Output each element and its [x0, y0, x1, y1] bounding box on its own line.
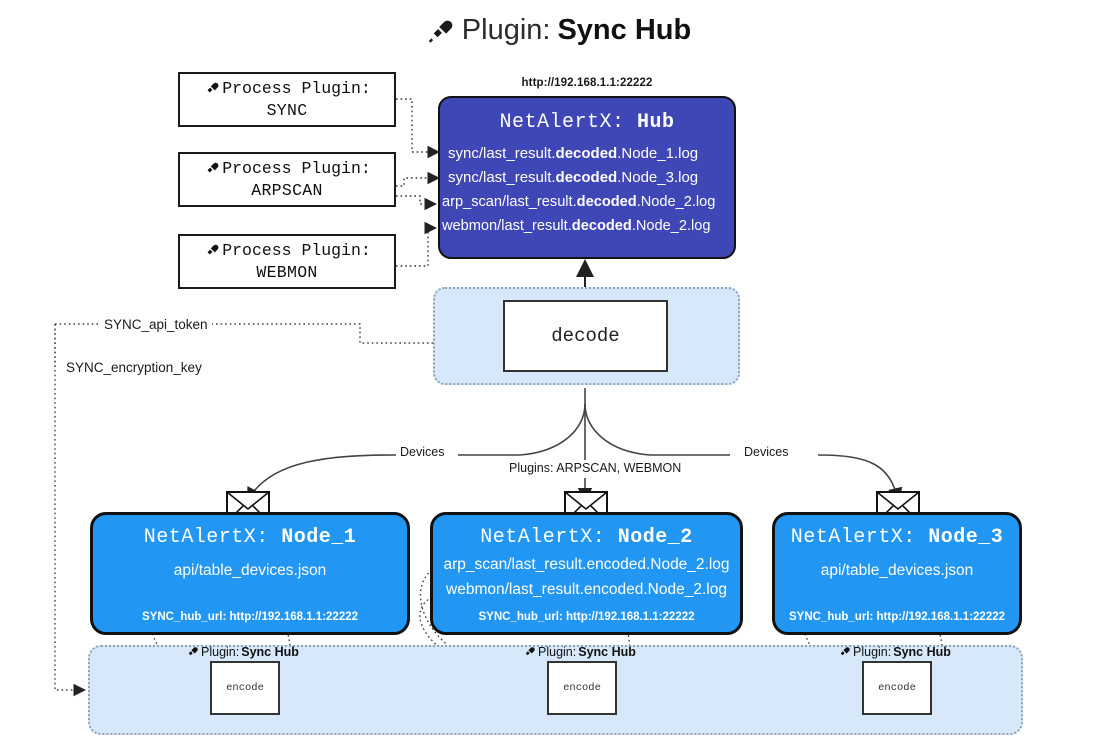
hub-log-row: sync/last_result.decoded.Node_1.log: [440, 142, 734, 166]
node-1[interactable]: NetAlertX: Node_1 api/table_devices.json…: [90, 512, 410, 635]
plugins-label-center: Plugins: ARPSCAN, WEBMON: [505, 461, 686, 475]
log-post: .Node_2.log: [636, 193, 716, 210]
sync-encryption-key-label: SYNC_encryption_key: [62, 360, 206, 375]
encode-plugin-label-1: Plugin: Sync Hub: [185, 645, 299, 659]
node-line: arp_scan/last_result.encoded.Node_2.log: [443, 556, 730, 573]
hub-app-label: NetAlertX:: [499, 111, 625, 134]
plug-icon: [428, 20, 453, 43]
node-app-label: NetAlertX:: [790, 526, 916, 549]
node-name-label: Node_2: [617, 526, 693, 549]
plug-icon: [205, 244, 219, 257]
encode-box-1[interactable]: encode: [210, 661, 280, 715]
encode-plugin-name: Sync Hub: [241, 645, 299, 659]
node-line: api/table_devices.json: [820, 562, 974, 579]
title-prefix: Plugin:: [461, 14, 551, 46]
process-plugin-arpscan[interactable]: Process Plugin: ARPSCAN: [178, 152, 396, 207]
devices-label-left: Devices: [396, 445, 449, 459]
node-app-label: NetAlertX:: [480, 526, 606, 549]
hub-log-row: webmon/last_result.decoded.Node_2.log: [440, 215, 734, 239]
process-plugin-name: SYNC: [266, 100, 308, 120]
encode-box-2[interactable]: encode: [547, 661, 617, 715]
hub-title: NetAlertX: Hub: [440, 111, 734, 134]
encode-plugin-prefix: Plugin:: [853, 645, 892, 659]
hub-log-list: sync/last_result.decoded.Node_1.log sync…: [440, 142, 734, 238]
log-pre: arp_scan/last_result.: [442, 193, 577, 210]
plug-icon: [205, 162, 219, 175]
nodes-to-decode-edges: [246, 388, 903, 503]
plug-icon: [205, 82, 219, 95]
encode-box-3[interactable]: encode: [862, 661, 932, 715]
encryption-key-wire: [54, 324, 87, 697]
log-post: .Node_3.log: [617, 169, 699, 187]
encode-plugin-name: Sync Hub: [578, 645, 636, 659]
node-title: NetAlertX: Node_3: [775, 526, 1019, 549]
log-mid: decoded: [555, 145, 618, 162]
hub-url-label: http://192.168.1.1:22222: [521, 77, 653, 89]
encode-plugin-name: Sync Hub: [893, 645, 951, 659]
title-name: Sync Hub: [557, 14, 692, 46]
process-plugin-heading: Process Plugin:: [222, 78, 371, 98]
encode-plugin-prefix: Plugin:: [201, 645, 240, 659]
hub-log-row: arp_scan/last_result.decoded.Node_2.log: [440, 191, 734, 215]
process-plugin-webmon[interactable]: Process Plugin: WEBMON: [178, 234, 396, 289]
node-footer: SYNC_hub_url: http://192.168.1.1:22222: [478, 611, 695, 623]
node-line: webmon/last_result.encoded.Node_2.log: [446, 581, 727, 598]
sync-api-token-label: SYNC_api_token: [100, 317, 212, 332]
process-plugin-name: WEBMON: [256, 262, 318, 282]
node-title: NetAlertX: Node_1: [93, 526, 407, 549]
log-pre: webmon/last_result.: [442, 217, 572, 234]
decode-box[interactable]: decode: [503, 300, 668, 372]
node-line: api/table_devices.json: [173, 562, 327, 579]
log-pre: sync/last_result.: [448, 169, 556, 187]
devices-label-right: Devices: [740, 445, 793, 459]
plug-icon: [839, 647, 850, 657]
hub-name-label: Hub: [637, 111, 675, 134]
log-mid: decoded: [576, 193, 637, 210]
log-mid: decoded: [571, 217, 632, 234]
node-title: NetAlertX: Node_2: [433, 526, 740, 549]
process-plugin-name: ARPSCAN: [251, 180, 323, 200]
log-pre: sync/last_result.: [448, 145, 556, 162]
node-2[interactable]: NetAlertX: Node_2 arp_scan/last_result.e…: [430, 512, 743, 635]
plug-icon: [187, 647, 198, 657]
log-post: .Node_1.log: [617, 145, 699, 162]
hub-log-row: sync/last_result.decoded.Node_3.log: [440, 166, 734, 190]
plugin-to-hub-wires: [396, 98, 441, 267]
log-post: .Node_2.log: [631, 217, 711, 234]
log-mid: decoded: [555, 169, 618, 187]
encode-plugin-label-3: Plugin: Sync Hub: [837, 645, 951, 659]
node-name-label: Node_1: [281, 526, 357, 549]
process-plugin-heading: Process Plugin:: [222, 158, 371, 178]
hub-node[interactable]: NetAlertX: Hub sync/last_result.decoded.…: [438, 96, 736, 259]
encode-plugin-prefix: Plugin:: [538, 645, 577, 659]
node-name-label: Node_3: [928, 526, 1004, 549]
node-3[interactable]: NetAlertX: Node_3 api/table_devices.json…: [772, 512, 1022, 635]
node-footer: SYNC_hub_url: http://192.168.1.1:22222: [141, 611, 359, 623]
process-plugin-sync[interactable]: Process Plugin: SYNC: [178, 72, 396, 127]
process-plugin-heading: Process Plugin:: [222, 240, 371, 260]
encode-plugin-label-2: Plugin: Sync Hub: [522, 645, 636, 659]
plug-icon: [524, 647, 535, 657]
page-title: Plugin: Sync Hub: [0, 14, 1117, 47]
node-footer: SYNC_hub_url: http://192.168.1.1:22222: [788, 611, 1006, 623]
node-app-label: NetAlertX:: [143, 526, 269, 549]
